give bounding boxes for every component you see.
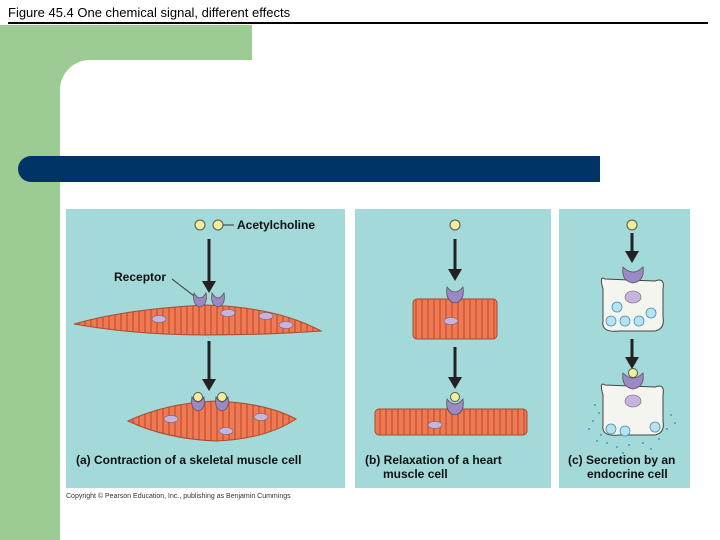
heart-muscle-illustration	[374, 219, 528, 436]
endocrine-cell	[600, 277, 664, 332]
secreting-endocrine-cell	[600, 383, 664, 436]
header-bar	[18, 156, 600, 182]
panel-skeletal-muscle: Acetylcholine Receptor (a) Contraction o…	[66, 209, 345, 488]
copyright-notice: Copyright © Pearson Education, Inc., pub…	[66, 493, 291, 500]
contracted-muscle-cell	[126, 400, 297, 442]
secreted-hormone-dots	[588, 404, 676, 454]
acetylcholine-label: Acetylcholine	[237, 218, 316, 232]
panel-endocrine-cell: (c) Secretion by an endocrine cell	[559, 209, 690, 488]
receptor	[193, 291, 207, 308]
skeletal-muscle-illustration	[73, 219, 323, 442]
ligand-molecule	[194, 219, 206, 231]
receptor	[211, 291, 225, 308]
receptor	[446, 286, 464, 304]
panel-b-caption-line2: muscle cell	[383, 467, 448, 481]
panel-c-caption-line2: endocrine cell	[587, 467, 668, 481]
ligand-molecule	[212, 219, 224, 231]
endocrine-cell-illustration	[588, 219, 676, 454]
panel-c-caption-line1: (c) Secretion by an	[568, 453, 676, 467]
panel-heart-muscle: (b) Relaxation of a heart muscle cell	[355, 209, 551, 488]
skeletal-muscle-cell	[73, 304, 323, 336]
receptor-label: Receptor	[114, 270, 167, 284]
slide-title: Figure 45.4 One chemical signal, differe…	[8, 5, 291, 20]
panel-a-caption: (a) Contraction of a skeletal muscle cel…	[76, 453, 302, 467]
panel-b-caption-line1: (b) Relaxation of a heart	[365, 453, 502, 467]
title-rule	[8, 22, 708, 24]
